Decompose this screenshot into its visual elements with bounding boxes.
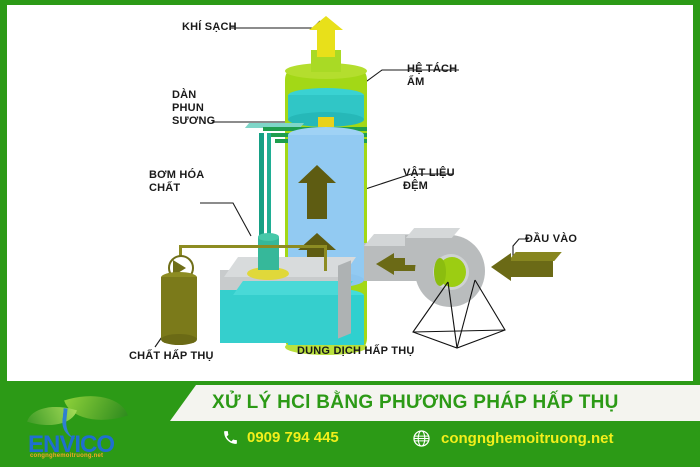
- website-url: congnghemoitruong.net: [441, 430, 614, 447]
- blower-hub-shadow: [434, 258, 446, 286]
- collection-tank-liquid: [220, 290, 338, 343]
- chemical-pipe-riser-right: [324, 245, 327, 271]
- label-absorbent-solution: DUNG DỊCH HẤP THỤ: [297, 345, 415, 357]
- banner-ribbon: XỬ LÝ HCl BẰNG PHƯƠNG PHÁP HẤP THỤ: [170, 385, 700, 421]
- spray-feed-pipe: [259, 133, 264, 303]
- collection-tank-liquid-surface: [233, 281, 353, 295]
- label-absorbent: CHẤT HẤP THỤ: [129, 350, 214, 362]
- logo-tagline: congnghemoitruong.net: [30, 453, 104, 459]
- blower-discharge-top-face: [405, 228, 461, 238]
- spray-feed-pipe-2: [267, 133, 271, 303]
- clean-gas-arrow-icon: [309, 16, 343, 30]
- contact-phone[interactable]: 0909 794 445: [222, 429, 339, 446]
- duct-flow-arrow-head-icon: [376, 253, 394, 275]
- label-mist-eliminator: HỆ TÁCH ẨM: [407, 63, 458, 88]
- pump-body: [258, 237, 279, 270]
- pump-base-plate: [247, 267, 289, 280]
- footer-bar: ENVICO congnghemoitruong.net XỬ LÝ HCl B…: [0, 381, 700, 467]
- phone-icon: [224, 431, 237, 444]
- logo-wordmark: ENVICO: [28, 431, 115, 458]
- pump-cap: [258, 233, 279, 241]
- gas-flow-arrow-up-head-icon: [298, 165, 336, 183]
- contact-website[interactable]: congnghemoitruong.net: [412, 429, 613, 448]
- label-inlet: ĐẦU VÀO: [525, 233, 578, 245]
- diagram-canvas: KHÍ SẠCH HỆ TÁCH ẨM DÀN PHUN SƯƠNG VẬT L…: [7, 5, 693, 381]
- collection-tank-side-face: [338, 260, 351, 339]
- raw-gas-inlet-arrow-head-icon: [491, 253, 511, 281]
- gas-flow-arrow-up: [307, 181, 327, 219]
- logo[interactable]: ENVICO congnghemoitruong.net: [22, 383, 162, 461]
- raw-gas-inlet-arrow-top: [508, 252, 562, 261]
- label-packing-material: VẬT LIỆU ĐỆM: [403, 167, 455, 192]
- chemical-pipe-riser-left: [179, 245, 182, 259]
- absorbent-drum-bottom: [161, 334, 197, 345]
- banner-title: XỬ LÝ HCl BẰNG PHƯƠNG PHÁP HẤP THỤ: [212, 392, 619, 413]
- collection-tank-top-face: [223, 257, 357, 277]
- label-clean-gas: KHÍ SẠCH: [182, 21, 237, 33]
- clean-gas-stack: [317, 27, 335, 57]
- absorbent-drum: [161, 277, 197, 339]
- globe-icon: [413, 430, 430, 447]
- label-spray-header: DÀN PHUN SƯƠNG: [172, 89, 216, 127]
- phone-number: 0909 794 445: [247, 429, 339, 446]
- raw-gas-inlet-arrow: [507, 259, 553, 277]
- blower-stand: [412, 279, 506, 349]
- label-chemical-pump: BƠM HÓA CHẤT: [149, 169, 205, 194]
- chemical-pipe-horizontal: [179, 245, 327, 248]
